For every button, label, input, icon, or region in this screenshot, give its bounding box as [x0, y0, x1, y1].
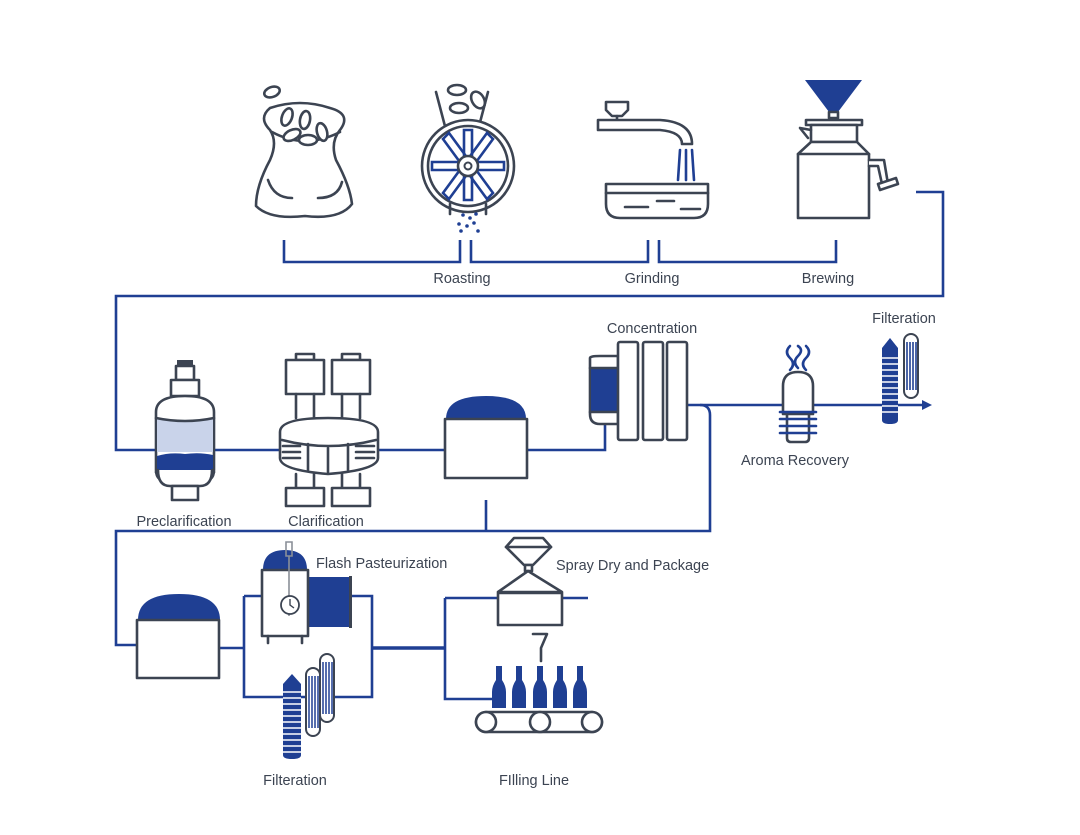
brewing-kettle-icon	[796, 80, 900, 220]
pipe-grinder-to-brewer	[657, 240, 838, 264]
label-spray-dry: Spray Dry and Package	[556, 558, 709, 574]
roaster-drum-icon	[420, 83, 516, 233]
coffee-bean-sack-icon	[254, 85, 354, 219]
label-filteration-bottom: Filteration	[263, 773, 327, 789]
flow-arrow-icon	[922, 400, 932, 410]
pipe-pasteurization-loop	[242, 594, 374, 699]
label-roasting: Roasting	[433, 271, 490, 287]
filter-cartridge-icon	[882, 333, 919, 424]
centrifuge-icon	[278, 352, 380, 508]
label-concentration: Concentration	[607, 321, 697, 337]
label-flash-pasteurization: Flash Pasteurization	[316, 556, 447, 572]
holding-tank-icon	[135, 594, 221, 680]
pasteurizer-icon	[260, 541, 352, 645]
pipe-tank-to-concentration	[527, 424, 607, 452]
pipe-sack-to-roaster	[282, 240, 462, 264]
separator-tank-icon	[154, 360, 216, 502]
filter-cartridge-icon	[283, 653, 335, 759]
pipe-roaster-to-grinder	[469, 240, 650, 264]
pipe-concentration-return	[114, 403, 712, 647]
label-grinding: Grinding	[625, 271, 680, 287]
faucet-basin-icon	[596, 100, 710, 220]
aroma-column-icon	[778, 344, 818, 444]
pipe-brewing-to-preclarification	[114, 190, 945, 452]
label-filteration-top: Filteration	[872, 311, 936, 327]
spray-dryer-icon	[496, 536, 564, 627]
label-clarification: Clarification	[288, 514, 364, 530]
label-filling-line: FIlling Line	[499, 773, 569, 789]
pipe-network	[114, 190, 945, 701]
holding-tank-icon	[443, 396, 529, 480]
ground-particles	[457, 212, 480, 233]
plate-evaporator-icon	[588, 340, 689, 442]
label-preclarification: Preclarification	[136, 514, 231, 530]
bottles	[492, 666, 587, 708]
label-brewing: Brewing	[802, 271, 854, 287]
bottle-conveyor-icon	[474, 632, 604, 734]
label-aroma-recovery: Aroma Recovery	[741, 453, 850, 469]
pipe-packaging-split	[443, 596, 588, 701]
